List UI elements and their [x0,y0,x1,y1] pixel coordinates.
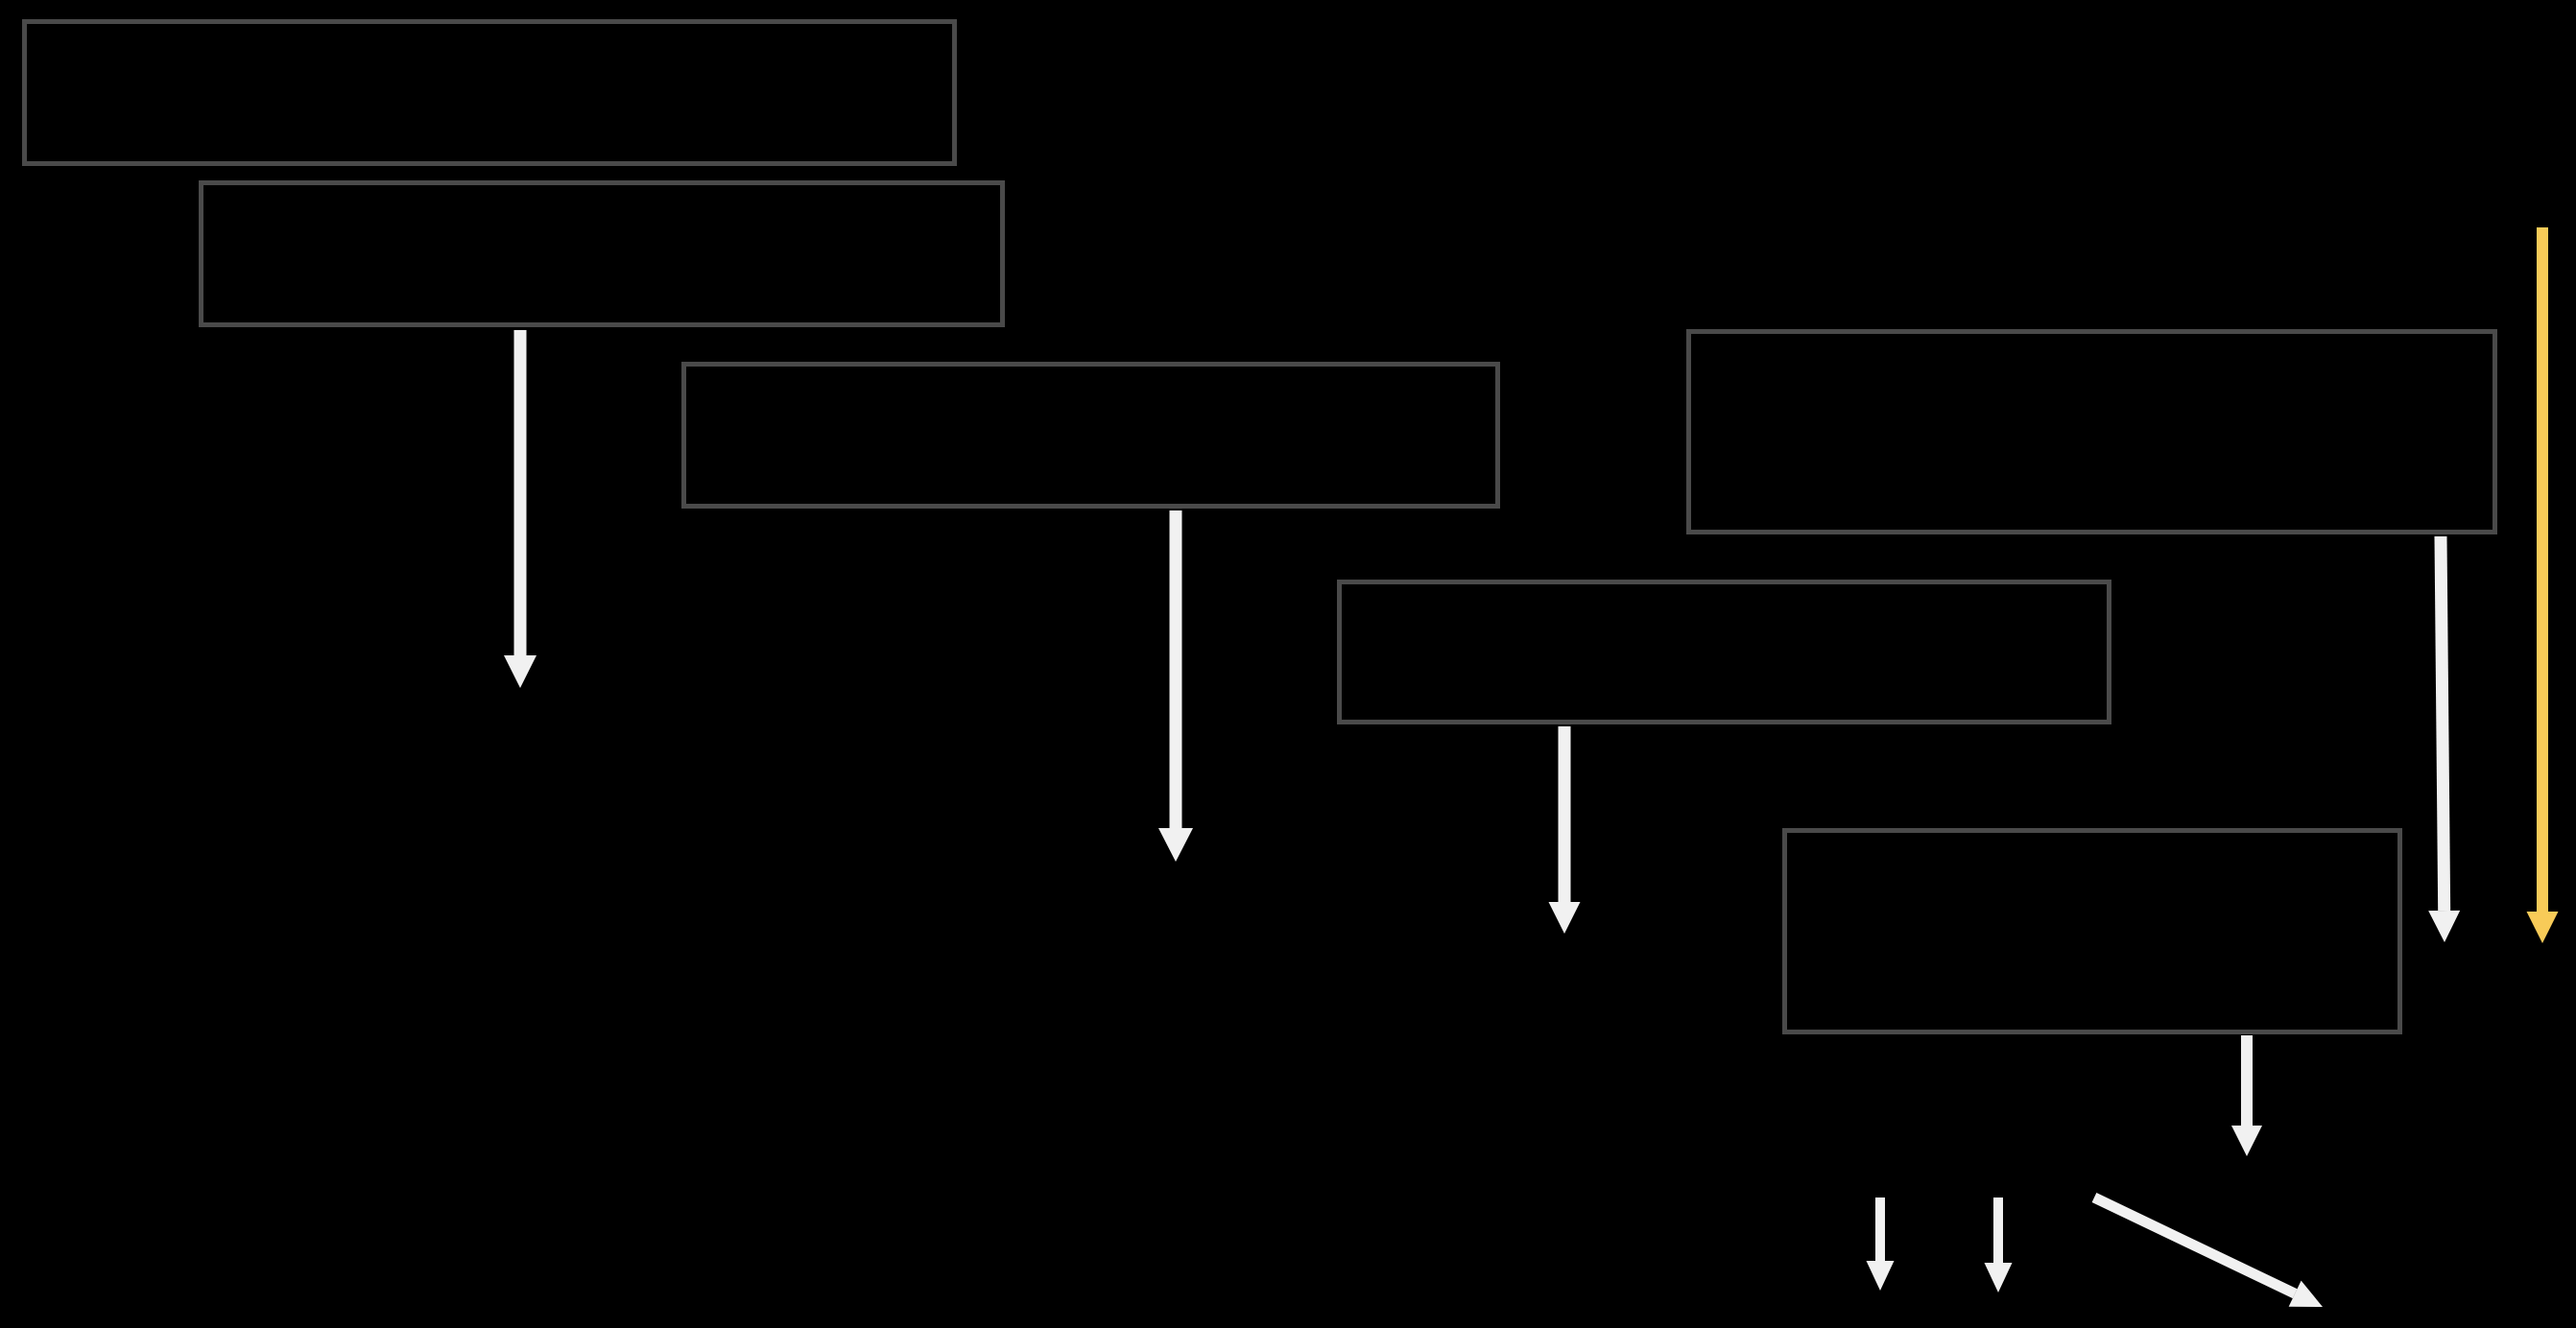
stair-box-1 [22,19,957,166]
stair-box-5 [1337,580,2111,724]
stair-box-4 [1686,329,2497,534]
down-arrow-from-box-4 [2428,535,2461,942]
down-arrow-from-box-3 [1158,510,1193,862]
stair-box-3 [681,362,1500,509]
down-arrow-from-box-6 [2231,1035,2262,1156]
down-arrow-from-box-5 [1548,726,1581,934]
down-arrow-from-box-2 [504,330,537,688]
stair-box-6 [1782,828,2402,1034]
diagonal-down-right-arrow [2091,1193,2323,1307]
small-down-arrow-1 [1866,1198,1895,1291]
accent-vertical-arrow [2526,227,2559,943]
stair-box-2 [199,180,1005,327]
small-down-arrow-2 [1984,1198,2013,1292]
